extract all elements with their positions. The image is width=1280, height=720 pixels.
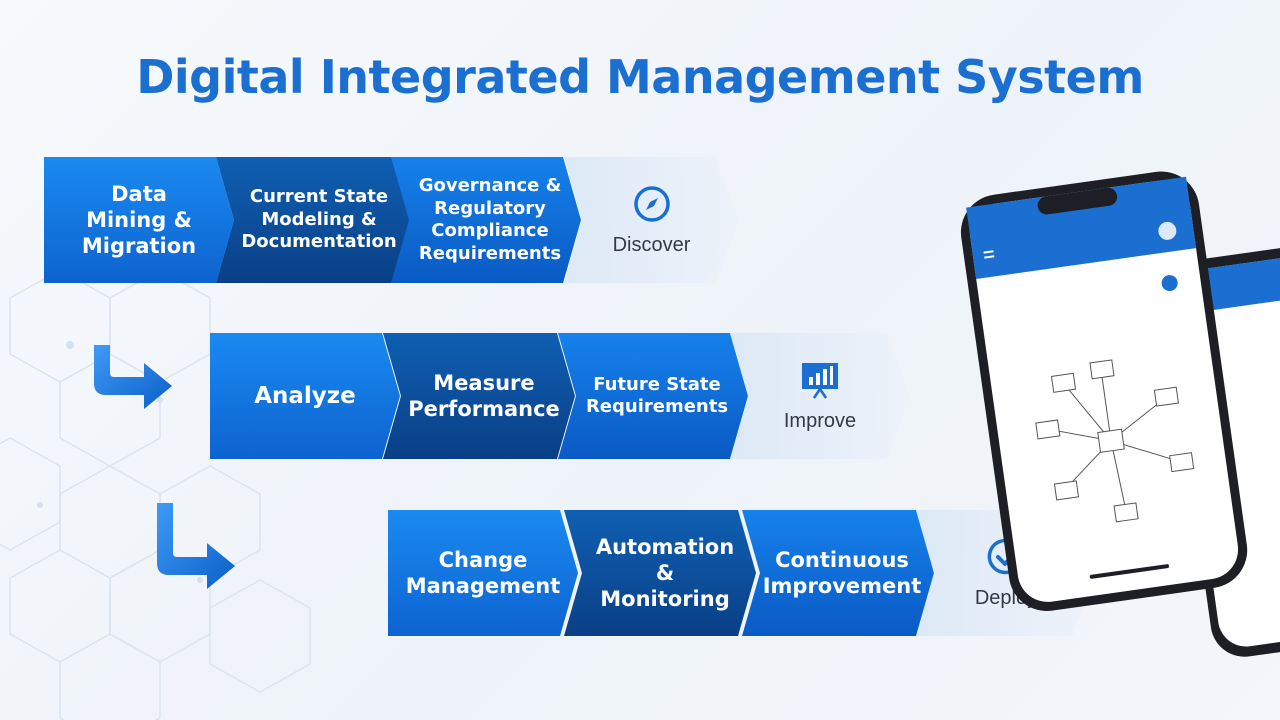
arrow-row1-to-row2-icon [94, 345, 172, 409]
step-data-mining-migration: Data Mining & Migration [44, 157, 234, 283]
compass-icon [632, 184, 672, 224]
step-automation-monitoring: Automation & Monitoring [564, 510, 756, 636]
presentation-chart-icon [800, 360, 840, 400]
hexagon-background-pattern [0, 269, 311, 720]
process-row-1: Data Mining & Migration Current State Mo… [44, 157, 744, 283]
phase-label: Improve [783, 409, 857, 432]
step-label: Measure Performance [408, 370, 560, 421]
phone-mockups [950, 170, 1280, 720]
process-row-2: Analyze Measure Performance Future State… [210, 333, 910, 459]
phone-front [960, 171, 1248, 611]
step-current-state-modeling: Current State Modeling & Documentation [216, 157, 410, 283]
step-analyze: Analyze [210, 333, 400, 459]
step-future-state-requirements: Future State Requirements [558, 333, 748, 459]
step-measure-performance: Measure Performance [383, 333, 575, 459]
step-label: Analyze [254, 382, 356, 409]
step-label: Governance & Regulatory Compliance Requi… [418, 175, 562, 264]
step-continuous-improvement: Continuous Improvement [742, 510, 934, 636]
step-label: Data Mining & Migration [81, 181, 197, 259]
phase-improve: Improve [730, 333, 910, 459]
process-row-3: Change Management Automation & Monitorin… [388, 510, 1098, 636]
step-label: Automation & Monitoring [595, 534, 735, 612]
arrow-row2-to-row3-icon [157, 503, 235, 589]
step-label: Continuous Improvement [762, 547, 922, 598]
step-label: Current State Modeling & Documentation [241, 186, 397, 253]
step-label: Change Management [405, 547, 561, 598]
page-title: Digital Integrated Management System [136, 50, 1144, 104]
step-label: Future State Requirements [585, 373, 729, 417]
step-change-management: Change Management [388, 510, 578, 636]
phase-label: Discover [612, 233, 691, 256]
phase-discover: Discover [564, 157, 739, 283]
step-governance-compliance: Governance & Regulatory Compliance Requi… [391, 157, 581, 283]
